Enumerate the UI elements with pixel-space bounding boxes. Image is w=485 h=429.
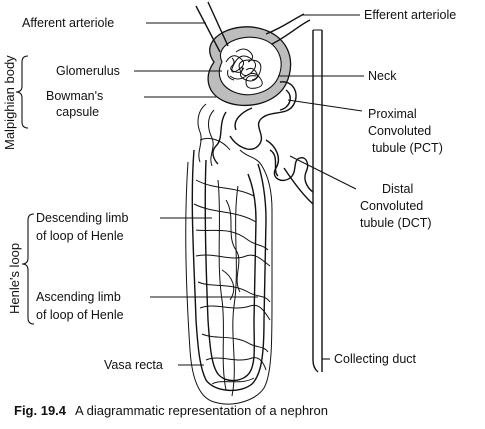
label-collecting-duct: Collecting duct [334, 352, 417, 366]
label-dct-line1: Distal [382, 182, 413, 196]
collecting-duct-shape [312, 29, 323, 373]
figure-caption-text: A diagrammatic representation of a nephr… [75, 403, 328, 418]
label-ascending-limb-line2: of loop of Henle [36, 308, 124, 322]
label-descending-limb-line2: of loop of Henle [36, 229, 124, 243]
label-vasa-recta: Vasa recta [104, 358, 163, 372]
label-efferent-arteriole: Efferent arteriole [364, 8, 456, 22]
malpighian-body-bracket [15, 55, 29, 129]
label-descending-limb-line1: Descending limb [36, 211, 128, 225]
glomerulus-shape [225, 48, 263, 89]
figure-number: Fig. 19.4 [14, 403, 67, 418]
label-dct-line3: tubule (DCT) [360, 216, 432, 230]
label-malpighian-body: Malpighian body [2, 55, 17, 150]
figure-caption: Fig. 19.4 A diagrammatic representation … [14, 402, 328, 419]
label-ascending-limb-line1: Ascending limb [36, 290, 121, 304]
label-bowmans-capsule-line1: Bowman's [46, 89, 103, 103]
afferent-arteriole-shape [195, 1, 229, 53]
henles-loop-bracket [21, 213, 35, 325]
label-pct-line3: tubule (PCT) [372, 141, 443, 155]
label-dct-line2: Convoluted [360, 199, 423, 213]
pct-shape [212, 81, 297, 165]
vasa-recta-shape [185, 161, 273, 405]
label-pct-line1: Proximal [368, 107, 417, 121]
label-glomerulus: Glomerulus [56, 64, 120, 78]
leader-lines [134, 14, 364, 366]
label-bowmans-capsule-line2: capsule [56, 105, 99, 119]
efferent-arteriole-shape [265, 13, 311, 45]
label-neck: Neck [368, 69, 397, 83]
peritubular-network-shape [197, 103, 263, 167]
dct-shape [265, 139, 314, 205]
bowmans-capsule-shape [207, 26, 292, 106]
label-henles-loop: Henle's loop [7, 243, 22, 314]
label-afferent-arteriole: Afferent arteriole [22, 16, 114, 30]
loop-of-henle-shape [191, 149, 267, 391]
label-pct-line2: Convoluted [368, 124, 431, 138]
